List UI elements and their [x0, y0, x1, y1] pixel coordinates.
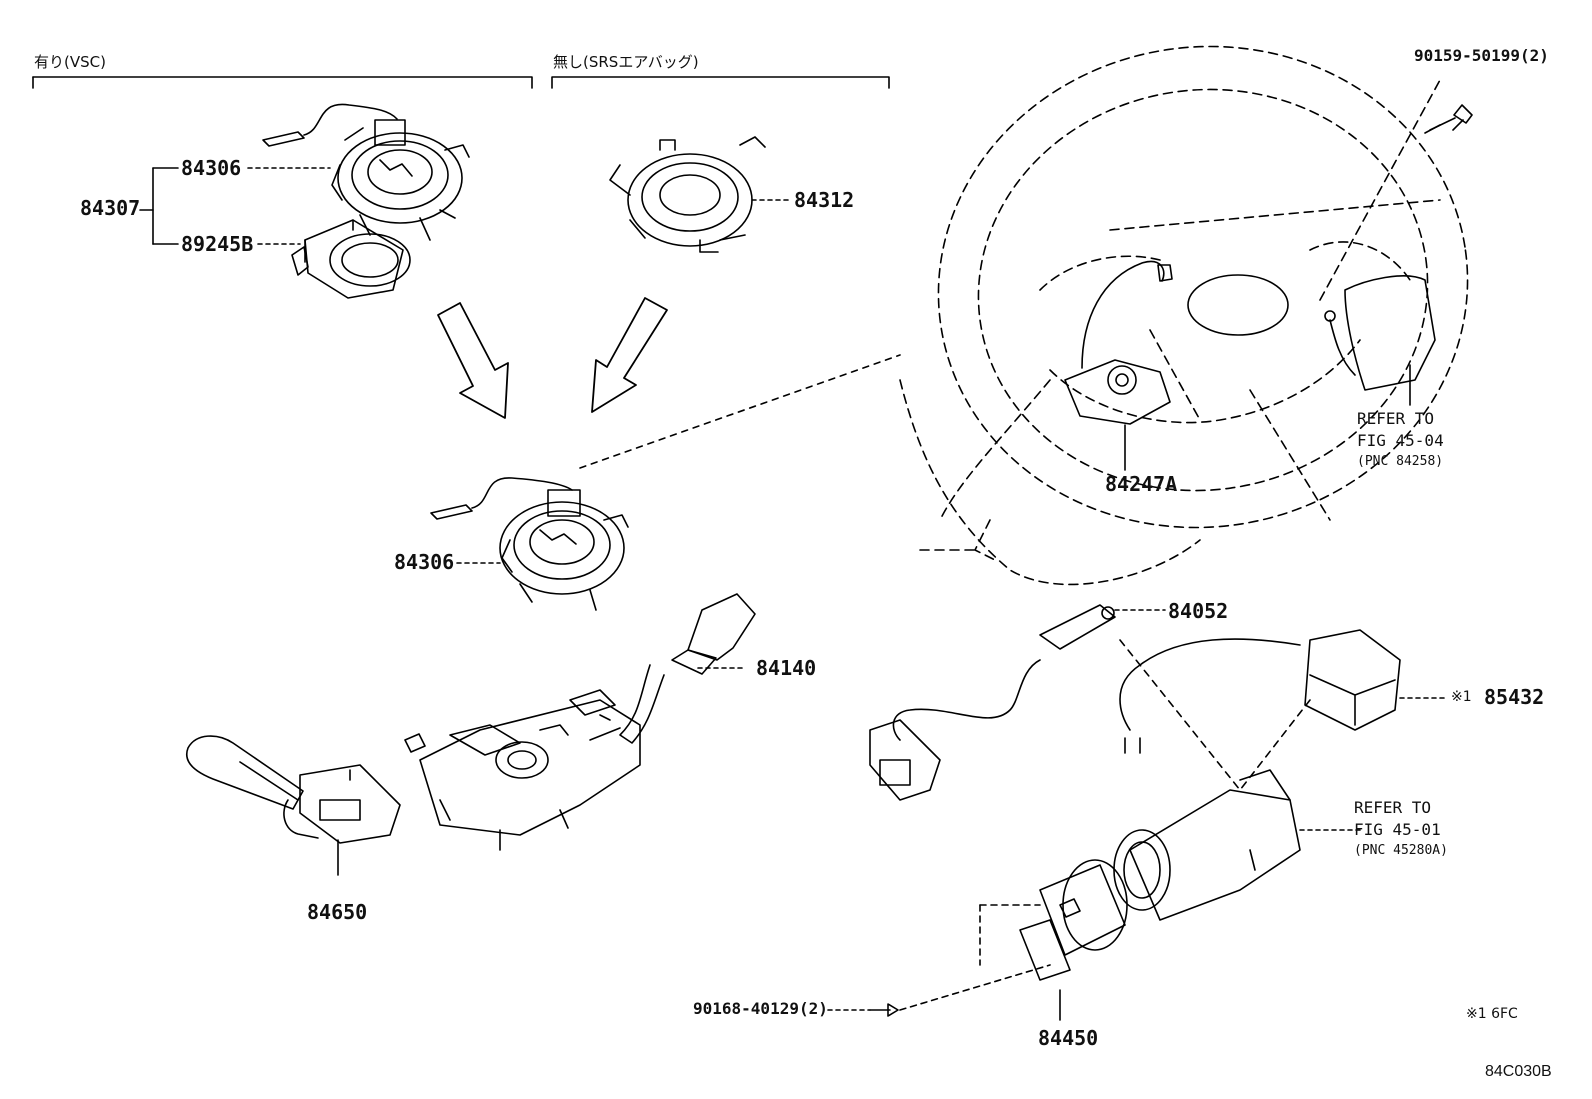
diagram-code: 84C030B: [1485, 1063, 1552, 1080]
part-label-84306-mid[interactable]: 84306: [394, 550, 455, 574]
screw-90168: [869, 1003, 899, 1017]
arrow-left: [437, 302, 509, 419]
ref1-line1: REFER TO: [1357, 409, 1435, 428]
group-bracket-84307: [139, 167, 331, 245]
screw-90159: [1424, 104, 1473, 134]
part-label-84306-top[interactable]: 84306: [181, 156, 242, 180]
clock-spring-84306-mid: [430, 354, 901, 611]
ref1-line2: FIG 45-04: [1357, 431, 1444, 450]
part-label-84312[interactable]: 84312: [794, 188, 855, 212]
dash-outline: [899, 379, 1201, 586]
module-85432: [1119, 629, 1449, 791]
ignition-switch-84450: [899, 859, 1128, 1021]
header-without-srs: 無し(SRSエアバッグ): [553, 53, 699, 71]
ref2-line2: FIG 45-01: [1354, 820, 1441, 839]
part-label-89245b[interactable]: 89245B: [181, 232, 254, 256]
part-label-90168[interactable]: 90168-40129(2): [693, 999, 828, 1018]
part-label-84247a[interactable]: 84247A: [1105, 472, 1178, 496]
part-label-84052[interactable]: 84052: [1168, 599, 1229, 623]
steering-wheel: [937, 45, 1469, 529]
sensor-89245b: [291, 219, 411, 299]
combination-switch-84140: [404, 593, 756, 851]
connector-84052: [869, 604, 1241, 801]
part-label-85432[interactable]: 85432: [1484, 685, 1545, 709]
part-label-90159[interactable]: 90159-50199(2): [1414, 46, 1549, 65]
arrow-right: [591, 297, 668, 413]
ref2-line3: (PNC 45280A): [1354, 843, 1448, 858]
note-mark-85432: ※1: [1451, 689, 1472, 705]
wiper-switch-84650: [186, 735, 401, 876]
part-label-84450[interactable]: 84450: [1038, 1026, 1099, 1050]
lock-cylinder-housing: [1113, 769, 1361, 921]
header-with-vsc: 有り(VSC): [34, 53, 106, 71]
clock-spring-84306-top: [262, 103, 470, 241]
part-label-84650[interactable]: 84650: [307, 900, 368, 924]
airbag-pad: [1324, 275, 1436, 406]
horn-contact-84247a: [1064, 260, 1173, 471]
bracket-without-srs: [551, 76, 890, 89]
ref1-line3: (PNC 84258): [1357, 454, 1444, 469]
footnote: ※1 6FC: [1466, 1006, 1518, 1022]
part-label-84307[interactable]: 84307: [80, 196, 141, 220]
clock-spring-84312: [609, 136, 791, 253]
bracket-with-vsc: [32, 76, 533, 89]
ref2-line1: REFER TO: [1354, 798, 1432, 817]
part-label-84140[interactable]: 84140: [756, 656, 817, 680]
